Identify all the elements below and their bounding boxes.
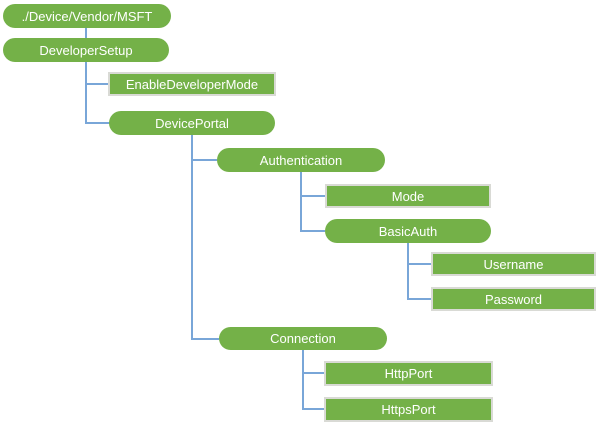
connector-deviceportal-trunk [191,135,193,340]
connector-authentication-trunk [300,172,302,232]
connector-root-to-developersetup [85,28,87,38]
node-developersetup: DeveloperSetup [3,38,169,62]
node-httpsport: HttpsPort [324,397,493,422]
connector-developersetup-trunk [85,62,87,124]
connector-branch-mode [300,195,325,197]
node-password: Password [431,287,596,311]
connector-basicauth-trunk [407,243,409,300]
connector-branch-basicauth [300,230,325,232]
node-basicauth: BasicAuth [325,219,491,243]
connector-connection-trunk [302,350,304,410]
node-authentication: Authentication [217,148,385,172]
node-root-path: ./Device/Vendor/MSFT [3,4,171,28]
connector-branch-password [407,298,431,300]
connector-branch-deviceportal [85,122,110,124]
connector-branch-connection [191,338,219,340]
connector-branch-httpport [302,372,325,374]
connector-branch-httpsport [302,408,325,410]
node-connection: Connection [219,327,387,350]
node-mode: Mode [325,184,491,208]
node-deviceportal: DevicePortal [109,111,275,135]
node-httpport: HttpPort [324,361,493,386]
node-enabledevelopermode: EnableDeveloperMode [108,72,276,96]
connector-branch-username [407,263,431,265]
node-username: Username [431,252,596,276]
connector-branch-enabledevelopermode [85,83,108,85]
connector-branch-authentication [191,159,217,161]
